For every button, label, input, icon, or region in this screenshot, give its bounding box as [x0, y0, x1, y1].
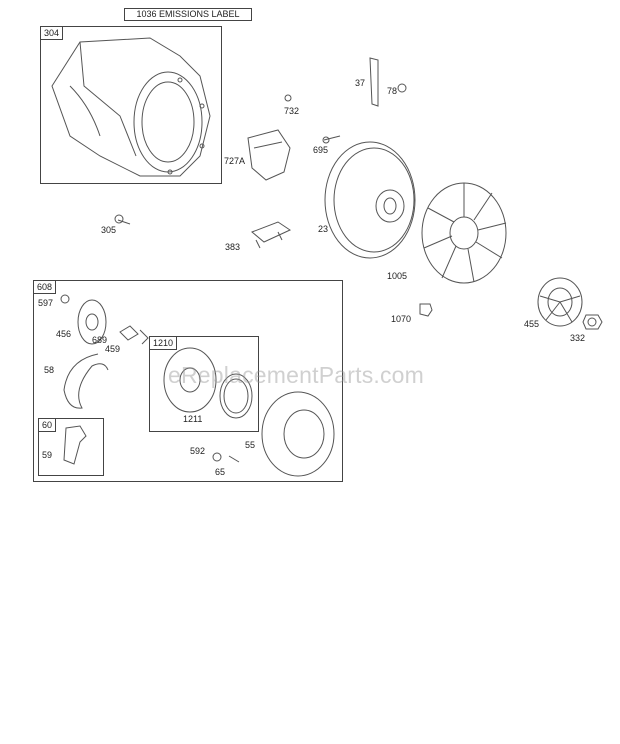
starter-cup-drawing	[77, 299, 107, 345]
air-guide-drawing	[247, 129, 291, 181]
part-label-37: 37	[355, 78, 366, 88]
part-label-1005: 1005	[387, 271, 408, 281]
part-label-23: 23	[318, 224, 329, 234]
screw-1070-drawing	[419, 303, 433, 317]
starter-assembly-box: 608	[33, 280, 343, 482]
part-label-695: 695	[313, 145, 329, 155]
fan-drawing	[421, 182, 507, 284]
blower-housing-box-number: 304	[41, 27, 64, 40]
watermark-text: eReplacementParts.com	[168, 362, 425, 388]
part-label-1211: 1211	[183, 414, 203, 424]
emissions-label-text: 1036 EMISSIONS LABEL	[136, 9, 240, 19]
starter-assembly-box-number: 608	[34, 281, 57, 294]
bracket-drawing	[369, 57, 379, 107]
part-label-59: 59	[42, 450, 53, 460]
emissions-label-box: 1036 EMISSIONS LABEL	[124, 8, 252, 21]
blower-housing-drawing	[51, 37, 211, 177]
part-label-455: 455	[524, 319, 540, 329]
armature-drawing	[251, 221, 292, 249]
part-label-383: 383	[225, 242, 241, 252]
blower-housing-box: 304	[40, 26, 222, 184]
washer-592-drawing	[212, 452, 222, 462]
starter-pulley-box: 1210	[149, 336, 259, 432]
part-label-55: 55	[245, 440, 256, 450]
part-label-597: 597	[38, 298, 54, 308]
handle-kit-box-number: 60	[39, 419, 57, 432]
part-label-305: 305	[101, 225, 117, 235]
starter-housing-drawing	[261, 391, 335, 477]
part-label-65: 65	[215, 467, 226, 477]
screw-695-drawing	[322, 135, 341, 144]
screw-732-drawing	[284, 94, 292, 102]
handle-drawing	[63, 425, 87, 465]
screw-65-drawing	[228, 455, 240, 463]
part-label-456: 456	[56, 329, 72, 339]
screw-305-drawing	[114, 214, 131, 225]
part-label-1070: 1070	[391, 314, 412, 324]
part-label-459: 459	[105, 344, 121, 354]
part-label-689: 689	[92, 335, 108, 345]
pawl-drawing	[119, 325, 149, 345]
part-label-592: 592	[190, 446, 206, 456]
rewind-spring-drawing	[219, 373, 253, 419]
part-label-332: 332	[570, 333, 586, 343]
part-label-58: 58	[44, 365, 55, 375]
part-label-78: 78	[387, 86, 398, 96]
flywheel-drawing	[324, 141, 416, 259]
pulley-drawing	[163, 347, 217, 413]
starter-pulley-box-number: 1210	[150, 337, 178, 350]
part-label-732: 732	[284, 106, 300, 116]
rotating-screen-drawing	[537, 277, 583, 327]
part-label-727a: 727A	[224, 156, 246, 166]
screw-597-drawing	[60, 294, 70, 304]
starter-rope-drawing	[63, 353, 109, 409]
handle-kit-box: 60	[38, 418, 104, 476]
screw-78-drawing	[397, 83, 407, 93]
nut-drawing	[582, 314, 603, 330]
